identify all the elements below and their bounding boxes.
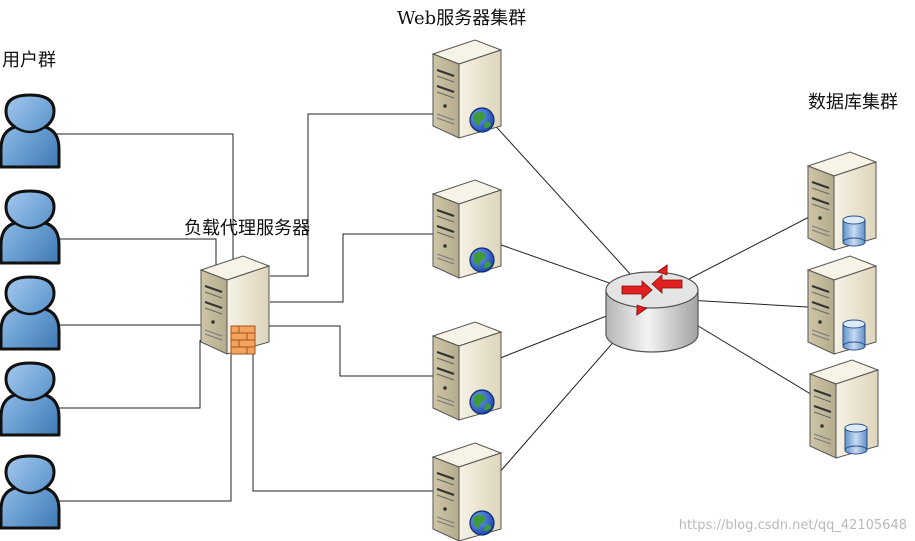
database-icon — [844, 423, 868, 455]
link-proxy-web1 — [270, 113, 433, 277]
connector-lines — [52, 97, 843, 507]
user-group — [0, 93, 61, 530]
link-proxy-web3 — [268, 325, 433, 377]
globe-icon — [469, 107, 495, 133]
web-cluster-label: Web服务器集群 — [397, 8, 527, 29]
user-icon — [0, 361, 61, 437]
user-icon — [0, 189, 61, 265]
link-proxy-web4 — [252, 346, 433, 492]
database-server — [807, 255, 877, 355]
link-user4-proxy — [52, 340, 201, 409]
proxy-server — [200, 255, 270, 355]
firewall-icon — [230, 325, 256, 355]
database-server — [807, 151, 877, 251]
database-server-icon — [807, 151, 877, 251]
link-user1-proxy — [52, 133, 234, 282]
web-server — [432, 179, 502, 279]
globe-icon — [469, 389, 495, 415]
web-server — [432, 39, 502, 139]
db-cluster-label: 数据库集群 — [808, 92, 898, 113]
link-proxy-web2 — [270, 233, 433, 303]
database-icon — [842, 215, 866, 247]
link-web1-router — [469, 97, 653, 299]
globe-icon — [469, 247, 495, 273]
web-server-cluster — [432, 39, 502, 541]
link-user2-proxy — [52, 238, 217, 272]
watermark-text: https://blog.csdn.net/qq_42105648 — [678, 518, 907, 533]
user-icon — [0, 93, 61, 169]
web-server — [432, 442, 502, 541]
database-server-icon — [809, 359, 879, 459]
database-server — [809, 359, 879, 459]
router-icon — [605, 264, 699, 353]
database-icon — [842, 319, 866, 351]
database-server-icon — [807, 255, 877, 355]
proxy-server-label: 负载代理服务器 — [184, 218, 310, 239]
web-server — [432, 321, 502, 421]
globe-icon — [469, 510, 495, 536]
link-user5-proxy — [52, 348, 232, 502]
database-cluster — [807, 151, 879, 459]
router — [605, 264, 699, 353]
user-icon — [0, 454, 61, 530]
user-group-label: 用户群 — [2, 50, 56, 71]
user-icon — [0, 275, 61, 351]
